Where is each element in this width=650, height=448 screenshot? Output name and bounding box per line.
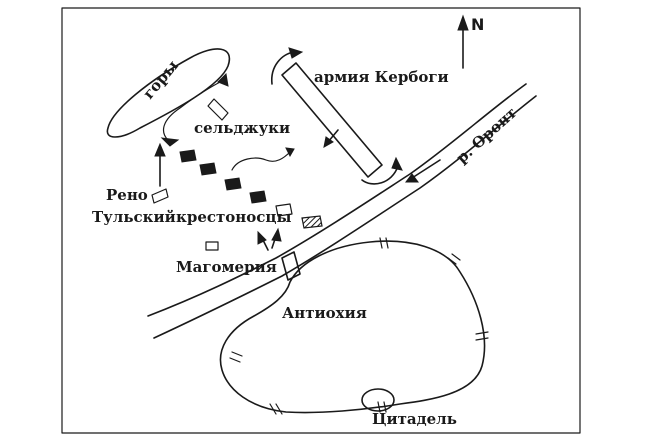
crusader-squadron-hatched [301, 215, 323, 229]
antioch-label: Антиохия [282, 304, 367, 322]
crusader-squadron [179, 149, 197, 163]
citadel-label: Цитадель [372, 410, 457, 428]
orontes-label: р. Оронт [453, 104, 521, 167]
north-arrow-icon [457, 14, 469, 69]
tulsky-label: Тульский [92, 208, 176, 226]
flank-arrow-head-icon [217, 72, 229, 87]
map-frame [61, 7, 581, 434]
kerbogha-arrow-right-head-icon [391, 156, 403, 171]
flank-arrow-path [162, 79, 225, 141]
river-flow-arrow [411, 159, 441, 179]
crusader-squadron [275, 203, 293, 217]
flank-arrow-tail-icon [160, 137, 180, 147]
antioch-city-wall [219, 240, 486, 414]
reno-label: Рено [106, 186, 148, 204]
magomeria-fort [205, 241, 219, 251]
kerbogha-army-block [281, 62, 383, 178]
crusader-squadrons [179, 149, 323, 229]
bridge-arrow-right-head-icon [271, 227, 282, 242]
crusaders-label: крестоносцы [176, 208, 292, 226]
north-label: N [471, 15, 484, 34]
seljuks-label: сельджуки [194, 119, 290, 137]
feint-line [231, 151, 291, 171]
orontes-bank-north [147, 83, 527, 317]
kerbogha-army-label: армия Кербоги [314, 68, 449, 86]
river-flow-arrow-head-icon [405, 173, 419, 183]
orontes-bank-south [153, 95, 537, 339]
crusader-squadron [249, 190, 267, 204]
bridge [281, 251, 301, 281]
wall-gates [229, 237, 489, 415]
feint-line-head-icon [285, 147, 295, 158]
reno-arrow-head-icon [154, 142, 166, 157]
kerbogha-arrow-left-head-icon [288, 47, 304, 59]
citadel-outline [361, 388, 395, 412]
seljuks-block [207, 98, 229, 121]
kerbogha-arrow-mid-head-icon [323, 136, 334, 148]
crusader-squadron [199, 162, 217, 176]
reno-block [151, 188, 169, 204]
mountains-outline [106, 48, 231, 138]
magomeria-label: Магомерия [176, 258, 277, 276]
mountains-label: горы [139, 57, 182, 103]
bridge-arrow-left-head-icon [257, 230, 267, 245]
crusader-squadron [224, 177, 242, 191]
kerbogha-arrow-right [361, 165, 399, 185]
